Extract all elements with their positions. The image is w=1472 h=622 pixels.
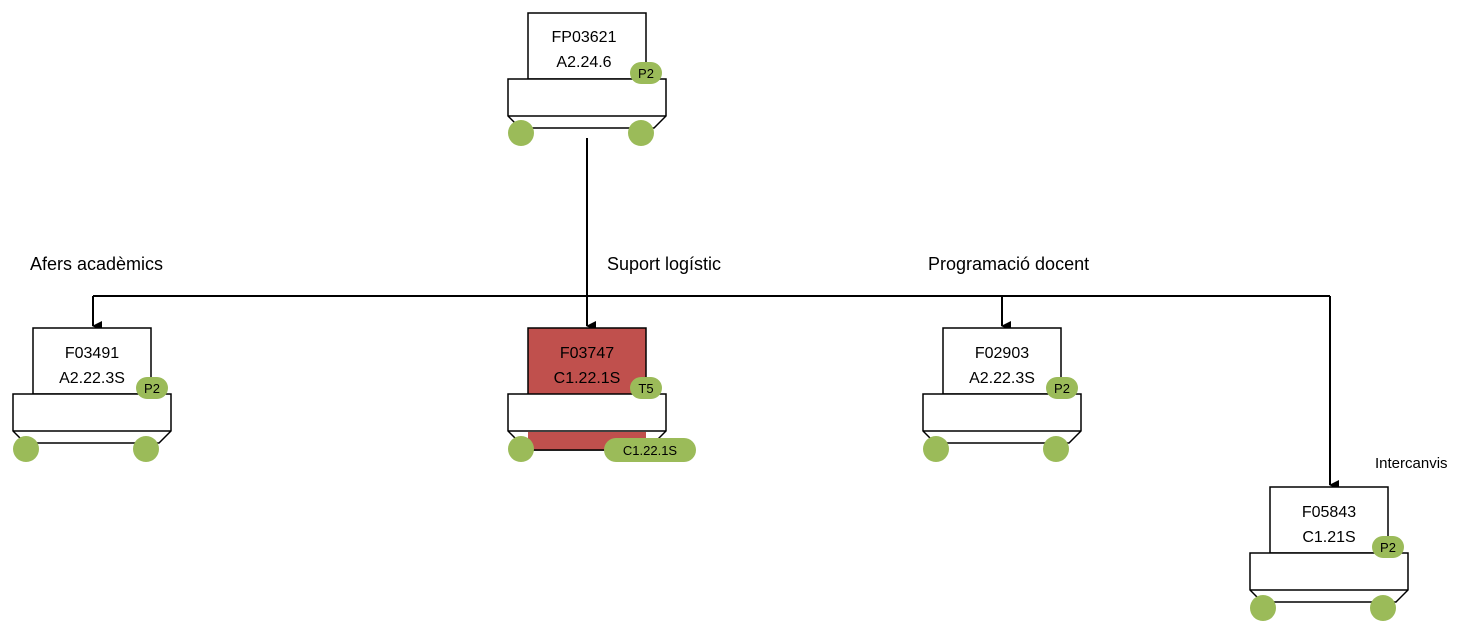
node-afers-badge-text: P2 bbox=[144, 381, 160, 396]
node-afers[interactable]: F03491 A2.22.3S P2 bbox=[12, 327, 172, 462]
node-root-right-circle bbox=[628, 120, 654, 146]
node-afers-right-circle bbox=[133, 436, 159, 462]
node-suport-ref: C1.22.1S bbox=[554, 370, 621, 387]
node-intercanvis-left-circle bbox=[1250, 595, 1276, 621]
node-root-left-circle bbox=[508, 120, 534, 146]
branch-label-afers: Afers acadèmics bbox=[30, 254, 163, 274]
node-programacio[interactable]: F02903 A2.22.3S P2 bbox=[922, 327, 1082, 462]
node-afers-top-box bbox=[32, 327, 152, 395]
node-intercanvis-badge-text: P2 bbox=[1380, 540, 1396, 555]
node-suport-extra-badge-text: C1.22.1S bbox=[623, 443, 678, 458]
branch-label-suport: Suport logístic bbox=[607, 254, 721, 274]
node-intercanvis-badge bbox=[1372, 536, 1404, 558]
node-programacio-ref: A2.22.3S bbox=[969, 370, 1035, 387]
node-afers-tray bbox=[12, 393, 172, 444]
branch-label-programacio: Programació docent bbox=[928, 254, 1089, 274]
node-programacio-right-circle bbox=[1043, 436, 1069, 462]
node-root-badge-text: P2 bbox=[638, 66, 654, 81]
node-programacio-left-circle bbox=[923, 436, 949, 462]
node-intercanvis-code: F05843 bbox=[1302, 504, 1356, 521]
node-programacio-badge bbox=[1046, 377, 1078, 399]
node-intercanvis-tray bbox=[1249, 552, 1409, 603]
node-suport-code: F03747 bbox=[560, 345, 614, 362]
node-root-code: FP03621 bbox=[552, 29, 617, 46]
node-afers-ref: A2.22.3S bbox=[59, 370, 125, 387]
node-programacio-code: F02903 bbox=[975, 345, 1029, 362]
node-afers-badge bbox=[136, 377, 168, 399]
node-root-ref: A2.24.6 bbox=[556, 54, 611, 71]
node-afers-code: F03491 bbox=[65, 345, 119, 362]
node-afers-left-circle bbox=[13, 436, 39, 462]
node-intercanvis-right-circle bbox=[1370, 595, 1396, 621]
node-root[interactable]: FP03621 A2.24.6 P2 bbox=[507, 12, 667, 146]
node-intercanvis-ref: C1.21S bbox=[1302, 529, 1355, 546]
node-suport-left-circle bbox=[508, 436, 534, 462]
node-suport-badge bbox=[630, 377, 662, 399]
branch-label-intercanvis: Intercanvis bbox=[1375, 455, 1448, 472]
node-root-badge bbox=[630, 62, 662, 84]
node-suport[interactable]: F03747 C1.22.1S T5 C1.22.1S bbox=[507, 327, 696, 462]
connectors bbox=[92, 138, 1339, 490]
node-suport-extra-badge bbox=[604, 438, 696, 462]
node-programacio-tray bbox=[922, 393, 1082, 444]
node-intercanvis-top-box bbox=[1269, 486, 1389, 554]
node-programacio-badge-text: P2 bbox=[1054, 381, 1070, 396]
node-intercanvis[interactable]: F05843 C1.21S P2 bbox=[1249, 486, 1409, 621]
node-suport-badge-text: T5 bbox=[638, 381, 653, 396]
